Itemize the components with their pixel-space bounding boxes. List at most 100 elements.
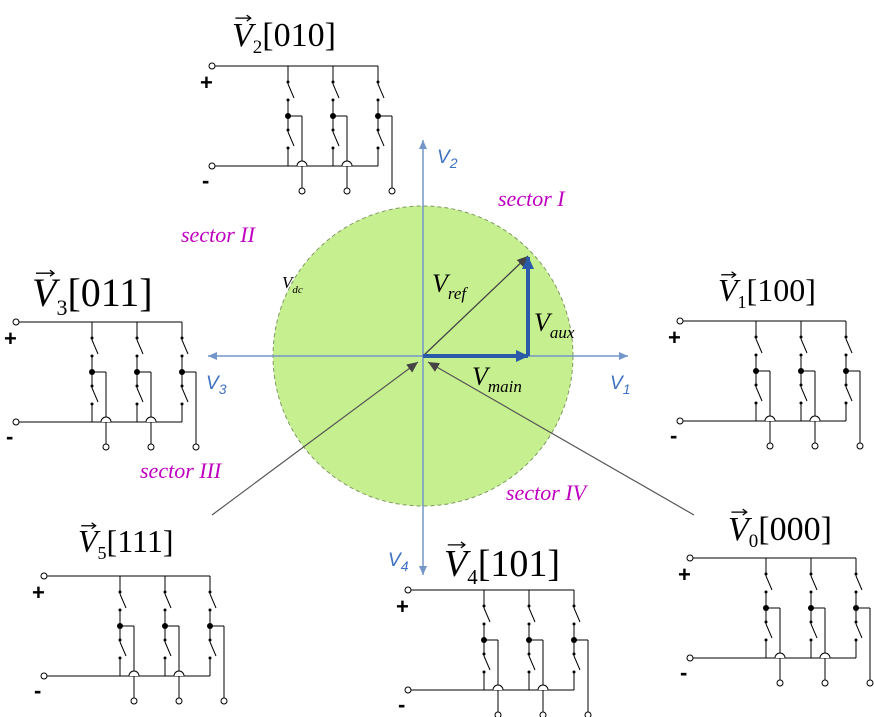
upper-switch (119, 593, 127, 609)
switch-contact (180, 336, 184, 340)
state-vector-sub: 0 (749, 531, 759, 552)
label-vdc: Vdc (282, 273, 303, 296)
switch-contact (799, 383, 803, 387)
state-vector-sub: 2 (253, 37, 263, 58)
lower-switch (845, 386, 853, 402)
plus-terminal (676, 317, 684, 325)
switch-contact (527, 670, 531, 674)
switch-contact (482, 670, 486, 674)
switch-contact (286, 80, 290, 84)
wire-crossover (100, 416, 112, 423)
switch-contact (135, 384, 139, 388)
switch-contact (208, 608, 212, 612)
vector-arrow-head (742, 508, 748, 516)
switching-state-circuits: V2[010]+-V3[011]+-V1[100]+-V5[111]+-V4[1… (4, 14, 874, 717)
upper-switch (181, 339, 189, 355)
upper-switch (810, 575, 818, 591)
state-vector-letter: V (32, 270, 61, 315)
upper-switch (136, 339, 144, 355)
plus-terminal (208, 62, 216, 70)
switch-contact (331, 128, 335, 132)
state-circuit-s4: V4[101]+- (396, 541, 592, 717)
lower-switch (855, 623, 863, 639)
switch-contact (376, 128, 380, 132)
upper-switch (287, 83, 295, 99)
minus-terminal-label: - (680, 660, 687, 685)
inverter-leg-2 (808, 558, 831, 687)
switch-contact (764, 572, 768, 576)
state-code: [101] (478, 543, 560, 585)
upper-switch (377, 83, 385, 99)
lower-switch (755, 386, 763, 402)
switch-contact (799, 335, 803, 339)
state-title-s4: V4[101] (444, 541, 560, 589)
switch-contact (90, 354, 94, 358)
plus-terminal-label: + (396, 594, 409, 619)
switch-contact (572, 652, 576, 656)
lower-switch (91, 387, 99, 403)
phase-terminal (811, 442, 819, 450)
phase-terminal (343, 187, 351, 195)
label-vref: Vref (432, 269, 468, 303)
phase-terminal (220, 697, 228, 705)
state-title-s1: V1[100] (718, 271, 816, 312)
switch-contact (118, 638, 122, 642)
connector-v0 (427, 361, 695, 516)
vref-arrow (422, 255, 529, 357)
inverter-leg-1 (763, 558, 786, 687)
switch-contact (180, 402, 184, 406)
inverter-leg-3 (853, 558, 874, 687)
lower-switch (800, 386, 808, 402)
phase-terminal (776, 679, 784, 687)
upper-switch (528, 607, 536, 623)
axis-label-v1: V1 (610, 373, 630, 397)
plus-terminal (12, 318, 20, 326)
switch-contact (754, 383, 758, 387)
state-vector-letter: V (78, 523, 101, 559)
plus-terminal-label: + (4, 326, 17, 351)
switch-contact (331, 80, 335, 84)
switch-contact (809, 572, 813, 576)
state-circuit-s5: V5[111]+- (32, 522, 228, 705)
plus-terminal-label: + (668, 325, 681, 350)
inverter-leg-3 (207, 576, 228, 705)
inverter-leg-3 (179, 322, 200, 451)
lower-switch (119, 641, 127, 657)
switch-contact (854, 638, 858, 642)
upper-switch (91, 339, 99, 355)
switch-contact (754, 401, 758, 405)
state-title-s2: V2[010] (232, 14, 336, 58)
switch-contact (90, 384, 94, 388)
inverter-leg-3 (375, 66, 396, 195)
plus-terminal (40, 572, 48, 580)
plus-terminal-label: + (200, 70, 213, 95)
sector-label-3: sector III (140, 458, 223, 483)
switch-contact (844, 401, 848, 405)
phase-terminal (298, 187, 306, 195)
switch-contact (118, 608, 122, 612)
lower-switch (528, 655, 536, 671)
switch-contact (854, 590, 858, 594)
switch-contact (527, 652, 531, 656)
switch-contact (754, 353, 758, 357)
wire-crossover (764, 415, 776, 422)
switch-contact (482, 622, 486, 626)
wire-crossover (809, 415, 821, 422)
switch-contact (208, 638, 212, 642)
state-label-s4: V4[101] (444, 543, 560, 589)
upper-switch (332, 83, 340, 99)
switch-contact (90, 336, 94, 340)
state-circuit-s3: V3[011]+- (4, 269, 200, 451)
plus-terminal (686, 554, 694, 562)
switch-contact (572, 604, 576, 608)
switch-contact (764, 638, 768, 642)
switch-contact (799, 353, 803, 357)
state-label-s1: V1[100] (718, 272, 816, 312)
state-label-s0: V0[000] (728, 511, 832, 552)
switch-contact (163, 656, 167, 660)
wire-crossover (296, 160, 308, 167)
sector-label-2: sector II (181, 222, 257, 247)
upper-switch (800, 338, 808, 354)
state-circuit-s1: V1[100]+- (668, 271, 864, 450)
